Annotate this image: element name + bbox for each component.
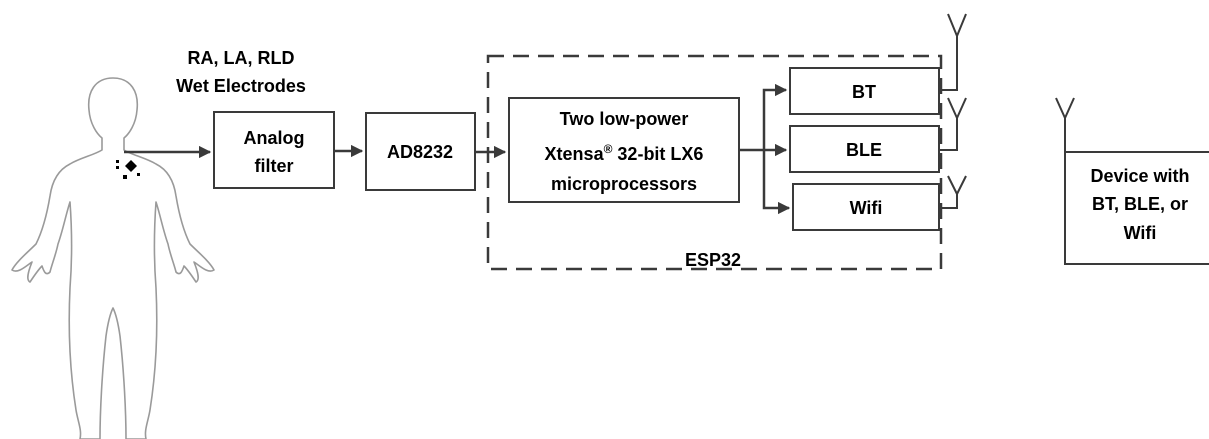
esp32-boundary <box>486 54 943 271</box>
microprocessor-label-line2: Xtensa® 32-bit LX6 <box>545 142 704 164</box>
microprocessor-label-line1: Two low-power <box>560 109 689 129</box>
bt-label: BT <box>852 82 876 102</box>
microprocessor-label-line3: microprocessors <box>551 174 697 194</box>
antenna-icon-ble <box>939 97 967 151</box>
arrow-cpu-to-bt <box>762 83 788 150</box>
electrode-markers-icon <box>116 160 140 179</box>
human-body-icon <box>11 77 215 439</box>
analog-filter-label-line1: Analog <box>244 128 305 148</box>
device-block <box>1064 151 1209 265</box>
device-label-line2: BT, BLE, or <box>1092 194 1188 214</box>
microprocessor-label-registered: ® <box>604 142 613 156</box>
ad8232-label: AD8232 <box>387 142 453 162</box>
antenna-icon-wifi <box>939 175 967 209</box>
esp32-label: ESP32 <box>685 250 741 270</box>
ble-label: BLE <box>846 140 882 160</box>
wifi-label: Wifi <box>850 198 883 218</box>
arrow-cpu-to-wifi <box>762 150 791 215</box>
device-label-line1: Device with <box>1090 166 1189 186</box>
antenna-icon-bt <box>939 13 967 91</box>
microprocessor-label-xtensa: Xtensa <box>545 144 605 164</box>
analog-filter-label-line2: filter <box>254 156 293 176</box>
device-label-line3: Wifi <box>1124 223 1157 243</box>
electrode-label-line2: Wet Electrodes <box>176 76 306 96</box>
electrode-label-line1: RA, LA, RLD <box>188 48 295 68</box>
analog-filter-block <box>213 111 335 189</box>
microprocessor-label-rest: 32-bit LX6 <box>612 144 703 164</box>
antenna-icon-device <box>1055 97 1075 152</box>
